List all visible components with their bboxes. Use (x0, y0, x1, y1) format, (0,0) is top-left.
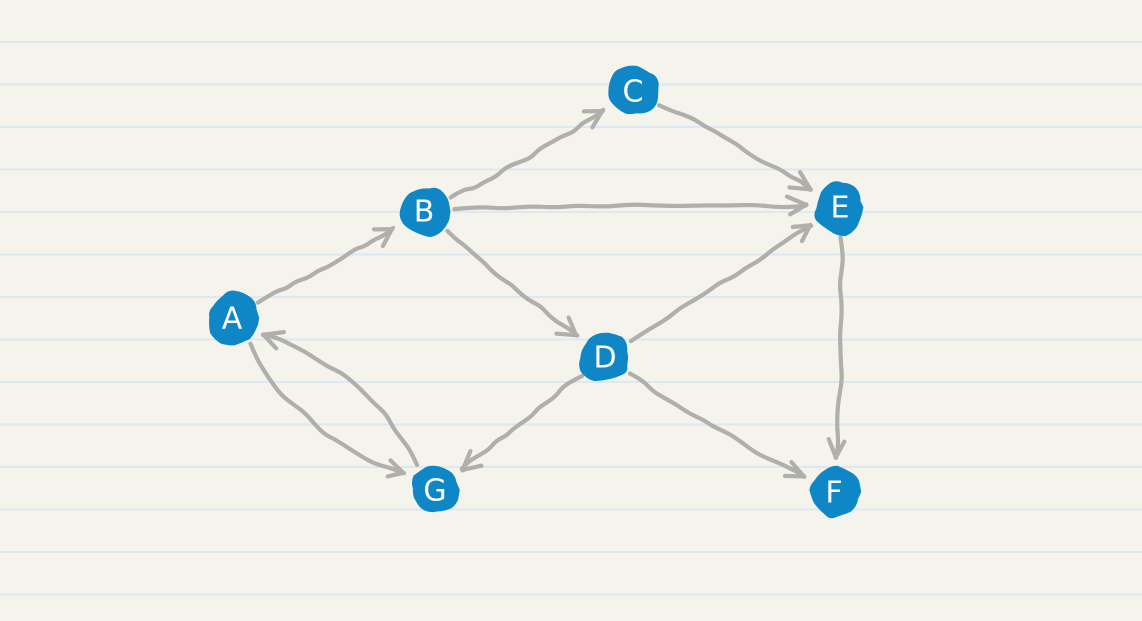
node-circle[interactable] (399, 187, 451, 238)
node-circle[interactable] (579, 332, 629, 382)
node-label: A (222, 302, 243, 337)
graph-edge-b-to-e (452, 194, 809, 217)
arrowhead-icon (581, 108, 605, 130)
arrowhead-icon (385, 458, 406, 479)
graph-node-e[interactable]: E (814, 181, 864, 237)
node-circle[interactable] (411, 465, 460, 513)
node-label: C (623, 75, 644, 110)
arrowhead-icon (790, 222, 813, 244)
arrowhead-icon (826, 437, 847, 460)
graph-edge-a-to-b (255, 225, 396, 305)
arrowhead-icon (787, 170, 814, 192)
edge-line (448, 107, 606, 200)
graph-node-d[interactable]: D (579, 332, 629, 382)
node-label: B (414, 195, 435, 230)
node-label: E (831, 191, 850, 226)
graph-edge-e-to-f (826, 235, 847, 460)
edge-line (627, 371, 806, 478)
edge-layer (248, 103, 847, 479)
edge-line (255, 225, 396, 305)
node-circle[interactable] (608, 65, 659, 115)
node-layer: A B C D E F G (209, 65, 864, 519)
graph-node-f[interactable]: F (809, 465, 862, 519)
graph-edge-a-to-g (248, 341, 407, 479)
graph-node-c[interactable]: C (608, 65, 659, 115)
graph-edge-d-to-g (459, 373, 585, 473)
node-circle[interactable] (209, 290, 260, 346)
arrowhead-icon (371, 226, 395, 249)
arrowhead-icon (784, 194, 809, 217)
graph-edge-d-to-f (627, 371, 807, 479)
edge-line (248, 341, 407, 476)
graph-edge-b-to-c (448, 107, 606, 200)
node-circle[interactable] (809, 465, 862, 519)
graph-node-a[interactable]: A (209, 290, 260, 346)
graph-node-b[interactable]: B (399, 187, 451, 238)
edge-line (452, 202, 808, 212)
node-label: F (825, 476, 842, 511)
arrowhead-icon (260, 329, 287, 351)
arrowhead-icon (554, 315, 579, 338)
edge-line (834, 235, 845, 460)
arrowhead-icon (460, 449, 484, 473)
arrowhead-icon (782, 460, 807, 479)
graph-edge-b-to-d (445, 228, 580, 338)
node-label: D (593, 341, 616, 376)
graph-node-g[interactable]: G (411, 465, 460, 513)
edge-line (656, 103, 812, 192)
graph-edge-d-to-e (628, 222, 814, 344)
node-label: G (423, 474, 446, 509)
edge-line (445, 228, 580, 338)
node-circle[interactable] (814, 181, 864, 237)
edge-line (459, 373, 585, 471)
edge-line (628, 223, 814, 344)
edge-line (262, 332, 420, 468)
graph-edge-c-to-e (656, 103, 814, 192)
graph-edge-g-to-a (260, 329, 420, 468)
